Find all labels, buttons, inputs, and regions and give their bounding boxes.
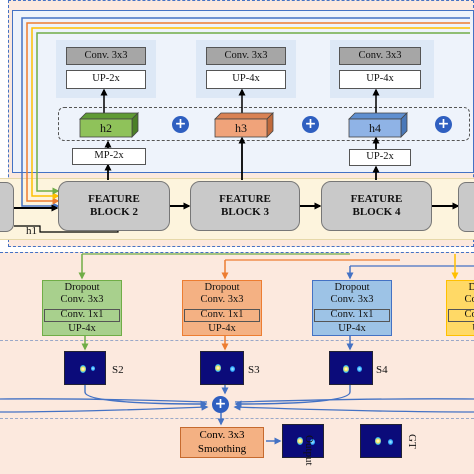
heatmap-s3: [200, 351, 244, 385]
upsample-box: UP-4x: [206, 70, 286, 89]
conv3x3-label: Conv. 3x3: [200, 294, 244, 306]
s4-label: S4: [376, 364, 388, 376]
fusion-sum-node: +: [212, 396, 229, 413]
feature-block-number: BLOCK 2: [90, 206, 138, 218]
smoothing-conv-label: Conv. 3x3: [199, 429, 245, 442]
conv3x3-label: Conv. 3x3: [330, 294, 374, 306]
upsample-label: UP-4x: [208, 322, 236, 334]
head-divider: [0, 340, 474, 341]
conv3x3-label: Conv. 3x3: [464, 294, 474, 306]
heatmap-s4: [329, 351, 373, 385]
conv1x1-box: Conv. 1x1: [44, 309, 120, 322]
feature-block-5: [458, 182, 474, 232]
feature-h4-label: h4: [369, 121, 381, 135]
feature-map-h4: [348, 112, 408, 138]
feature-block-3: FEATURE BLOCK 3: [190, 181, 300, 231]
heatmap-s2: [64, 351, 106, 385]
feature-block-1: [0, 182, 14, 232]
feature-block-title: FEATURE: [219, 193, 271, 206]
feature-block-number: BLOCK 4: [352, 206, 401, 218]
s3-label: S3: [248, 364, 260, 376]
upsample-label: UP-4x: [68, 322, 96, 334]
conv3x3-box: Conv. 3x3: [66, 47, 146, 65]
dropout-label: Dropout: [204, 281, 240, 293]
conv1x1-box: Conv. 1x1: [184, 309, 260, 322]
conv1x1-box: Conv. 1x1: [448, 309, 474, 322]
feature-block-2: FEATURE BLOCK 2: [58, 181, 170, 231]
feature-block-4: FEATURE BLOCK 4: [321, 181, 432, 231]
maxpool-box: MP-2x: [72, 148, 146, 165]
head-block-yellow: [446, 280, 474, 336]
gt-label: GT: [406, 434, 418, 449]
feature-container: [58, 107, 470, 141]
heatmap-gt: [360, 424, 402, 458]
conv3x3-box: Conv. 3x3: [206, 47, 286, 65]
conv3x3-box: Conv. 3x3: [339, 47, 421, 65]
upsample-box: UP-2x: [66, 70, 146, 89]
feature-h2-label: h2: [100, 121, 112, 135]
conv3x3-label: Conv. 3x3: [60, 294, 104, 306]
feature-map-h2: [79, 112, 139, 138]
output-label: Output: [303, 435, 315, 466]
feature-h3-label: h3: [235, 121, 247, 135]
h1-label: h1: [26, 225, 37, 237]
feature-map-h3: [214, 112, 274, 138]
upsample-box: UP-4x: [339, 70, 421, 89]
feature-block-title: FEATURE: [88, 193, 140, 206]
sum-node: +: [435, 116, 452, 133]
head-block-blue: [312, 280, 392, 336]
upsample-label: UP-4x: [446, 323, 474, 335]
heatmap-output: [282, 424, 324, 458]
conv1x1-box: Conv. 1x1: [314, 309, 390, 322]
smoothing-label: Smoothing: [197, 442, 247, 455]
dropout-label: Dropout: [334, 281, 370, 293]
smoothing-box: Conv. 3x3 Smoothing: [180, 427, 264, 458]
dropout-label: Dropout: [64, 281, 100, 293]
dropout-label: Dropout: [468, 281, 474, 293]
fusion-divider: [0, 418, 474, 419]
feature-block-title: FEATURE: [350, 193, 403, 206]
sum-node: +: [172, 116, 189, 133]
upsample-label: UP-4x: [338, 322, 366, 334]
head-block-orange: [182, 280, 262, 336]
feature-block-number: BLOCK 3: [221, 206, 269, 218]
upsample-box: UP-2x: [349, 149, 411, 166]
s2-label: S2: [112, 364, 124, 376]
sum-node: +: [302, 116, 319, 133]
head-block-green: [42, 280, 122, 336]
